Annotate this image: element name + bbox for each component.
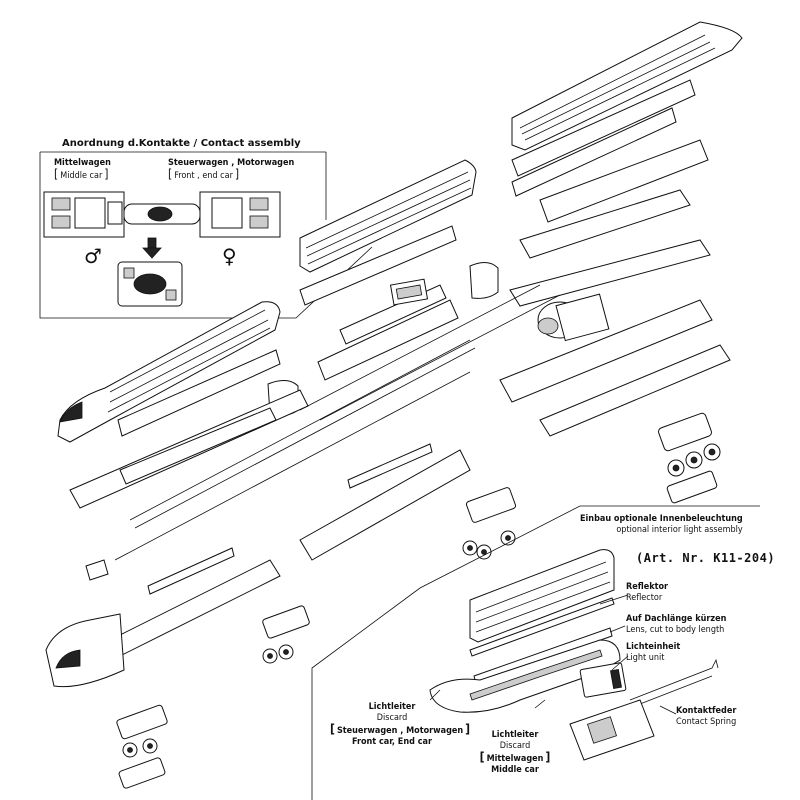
- contact-spring-label-en: Contact Spring: [676, 717, 737, 727]
- contact-spring-label: Kontaktfeder Contact Spring: [676, 706, 736, 728]
- motor-car-chassis: [499, 299, 731, 437]
- light-guide-front-label: Lichtleiter Discard Steuerwagen , Motorw…: [330, 702, 463, 748]
- rear-car-chassis: [509, 139, 711, 307]
- motor-unit: [537, 293, 610, 342]
- reflector-label-de: Reflektor: [626, 582, 669, 592]
- lighting-bogie: [569, 699, 655, 761]
- front-car-nose: [45, 613, 125, 688]
- light-guide-middle-label: Lichtleiter Discard Mittelwagen Middle c…: [470, 730, 560, 776]
- lighting-title-de: Einbau optionale Innenbeleuchtung: [580, 514, 743, 524]
- middle-bogie-assembly: [462, 487, 517, 560]
- drive-shafts: [114, 284, 561, 561]
- female-symbol: ♀: [222, 244, 237, 268]
- contact-inset-title: Anordnung d.Kontakte / Contact assembly: [62, 138, 301, 149]
- reflector-strip: [469, 597, 615, 657]
- lens-label: Auf Dachlänge kürzen Lens, cut to body l…: [626, 614, 726, 636]
- lens-label-en: Lens, cut to body length: [626, 625, 725, 635]
- right-bogie-assembly: [658, 412, 721, 504]
- front-car-label-de: Steuerwagen , Motorwagen: [168, 158, 295, 168]
- light-unit-label: Lichteinheit Light unit: [626, 642, 680, 664]
- light-guide-middle-label-de: Lichtleiter: [491, 730, 539, 740]
- front-car-floor: [109, 547, 281, 657]
- lighting-title-en: optional interior light assembly: [616, 525, 743, 535]
- light-guide-front-cars-de: Steuerwagen , Motorwagen: [330, 724, 463, 737]
- front-car-label-en: Front , end car: [168, 169, 294, 182]
- lighting-section-frame: [311, 505, 760, 800]
- middle-car-end-cap: [469, 262, 499, 299]
- light-unit: [579, 662, 627, 698]
- contact-middle-car-bogie: [43, 191, 125, 238]
- middle-car-light-pcb: [389, 278, 429, 306]
- light-guide-front-label-en: Discard: [376, 713, 408, 723]
- article-number: (Art. Nr. K11-204): [636, 551, 776, 565]
- leader-lines: [429, 594, 677, 715]
- male-symbol: ♂: [84, 244, 102, 268]
- light-guide-middle-cars-de: Mittelwagen: [470, 752, 560, 765]
- middle-car-roof: [299, 159, 477, 273]
- front-car-window-strip: [117, 349, 281, 437]
- front-car-label: Steuerwagen , Motorwagen Front , end car: [168, 158, 294, 182]
- lower-middle-bogie: [262, 605, 310, 664]
- light-guide-blob: [429, 639, 621, 713]
- light-guide-front-cars-en: Front car, End car: [352, 737, 432, 747]
- contact-spring-label-de: Kontaktfeder: [676, 706, 737, 716]
- light-guide-middle-cars-en: Middle car: [491, 765, 539, 775]
- rear-car-roof: [511, 21, 743, 151]
- lower-left-bogie: [116, 704, 168, 789]
- lighting-title: Einbau optionale Innenbeleuchtung option…: [580, 514, 743, 536]
- middle-car-label-de: Mittelwagen: [54, 158, 111, 168]
- lens-label-de: Auf Dachlänge kürzen: [626, 614, 727, 624]
- lighting-car-body: [469, 549, 615, 643]
- front-car-roof: [57, 301, 281, 443]
- small-decoder-board: [85, 559, 109, 581]
- light-guide-front-label-de: Lichtleiter: [368, 702, 416, 712]
- middle-car-chassis: [317, 284, 459, 381]
- middle-car-floor: [299, 443, 471, 561]
- reflector-label-en: Reflector: [626, 593, 663, 603]
- contact-joined-detail: [117, 261, 183, 307]
- contact-arrow-down: [142, 237, 162, 259]
- contact-spring: [629, 658, 719, 705]
- light-guide-middle-label-en: Discard: [499, 741, 531, 751]
- rear-car-window-strip: [511, 79, 696, 197]
- middle-car-label-en: Middle car: [54, 169, 111, 182]
- contact-coupler: [123, 203, 201, 225]
- middle-car-window-strip: [299, 225, 457, 306]
- contact-front-car-bogie: [199, 191, 281, 238]
- light-unit-label-en: Light unit: [626, 653, 665, 663]
- light-unit-label-de: Lichteinheit: [626, 642, 681, 652]
- middle-car-label: Mittelwagen Middle car: [54, 158, 111, 182]
- reflector-label: Reflektor Reflector: [626, 582, 668, 604]
